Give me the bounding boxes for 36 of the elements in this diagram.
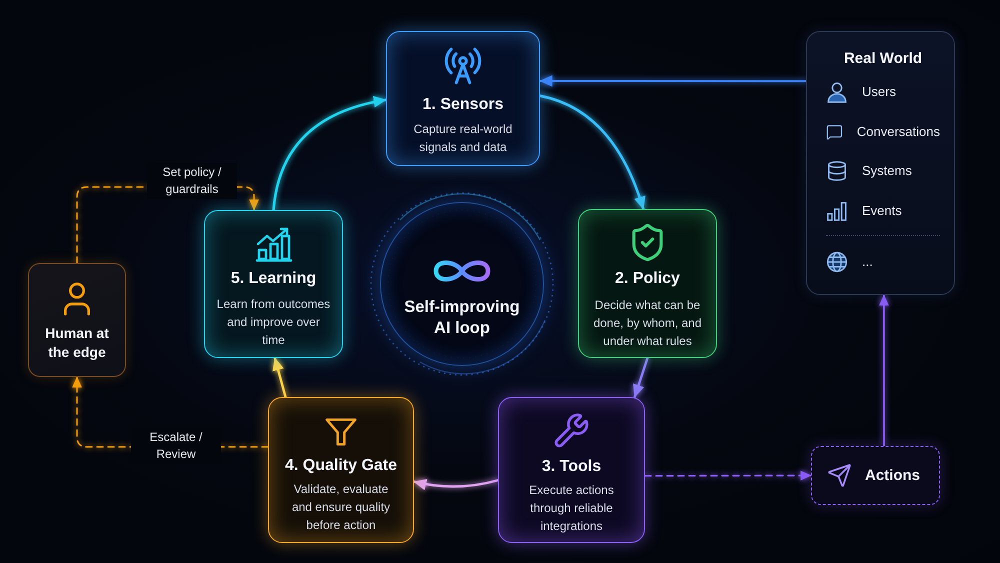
arrow (272, 356, 287, 398)
node-description: Execute actions through reliable integrations (528, 482, 615, 535)
arrow (633, 356, 649, 398)
arrow (538, 94, 646, 210)
node-title: 1. Sensors (422, 95, 504, 115)
process-box (498, 397, 645, 543)
arrow (878, 294, 889, 447)
arrow (539, 75, 807, 87)
node-description: Capture real-world signals and data (412, 121, 514, 156)
actor-box (28, 263, 126, 377)
edge-label: Set policy / guardrails (147, 163, 237, 199)
process-box (204, 210, 343, 358)
list-item-label: Users (862, 84, 896, 100)
action-label: Actions (864, 466, 920, 484)
list-item-label: Conversations (856, 124, 940, 140)
panel-title: Real World (844, 50, 922, 68)
source-panel (806, 31, 955, 295)
list-item-label: Systems (862, 163, 912, 179)
action-box (811, 446, 940, 505)
process-box (386, 31, 540, 166)
node-title: 5. Learning (230, 269, 316, 289)
node-title: 2. Policy (615, 269, 680, 289)
node-title: 4. Quality Gate (284, 456, 398, 476)
node-description: Decide what can be done, by whom, and under what rules (592, 297, 703, 350)
loop-title: Self-improving AI loop (403, 297, 521, 339)
process-box (578, 209, 717, 358)
arrow (272, 96, 388, 212)
arrow (644, 470, 812, 480)
process-box (268, 397, 414, 543)
node-description: Validate, evaluate and ensure quality before action (290, 481, 392, 534)
list-item-label: Events (862, 202, 902, 218)
actor-label: Human at the edge (44, 324, 110, 362)
node-description: Learn from outcomes and improve over time (216, 296, 332, 349)
arrow (412, 478, 500, 490)
list-item-label: ... (862, 254, 873, 270)
node-title: 3. Tools (542, 457, 602, 477)
